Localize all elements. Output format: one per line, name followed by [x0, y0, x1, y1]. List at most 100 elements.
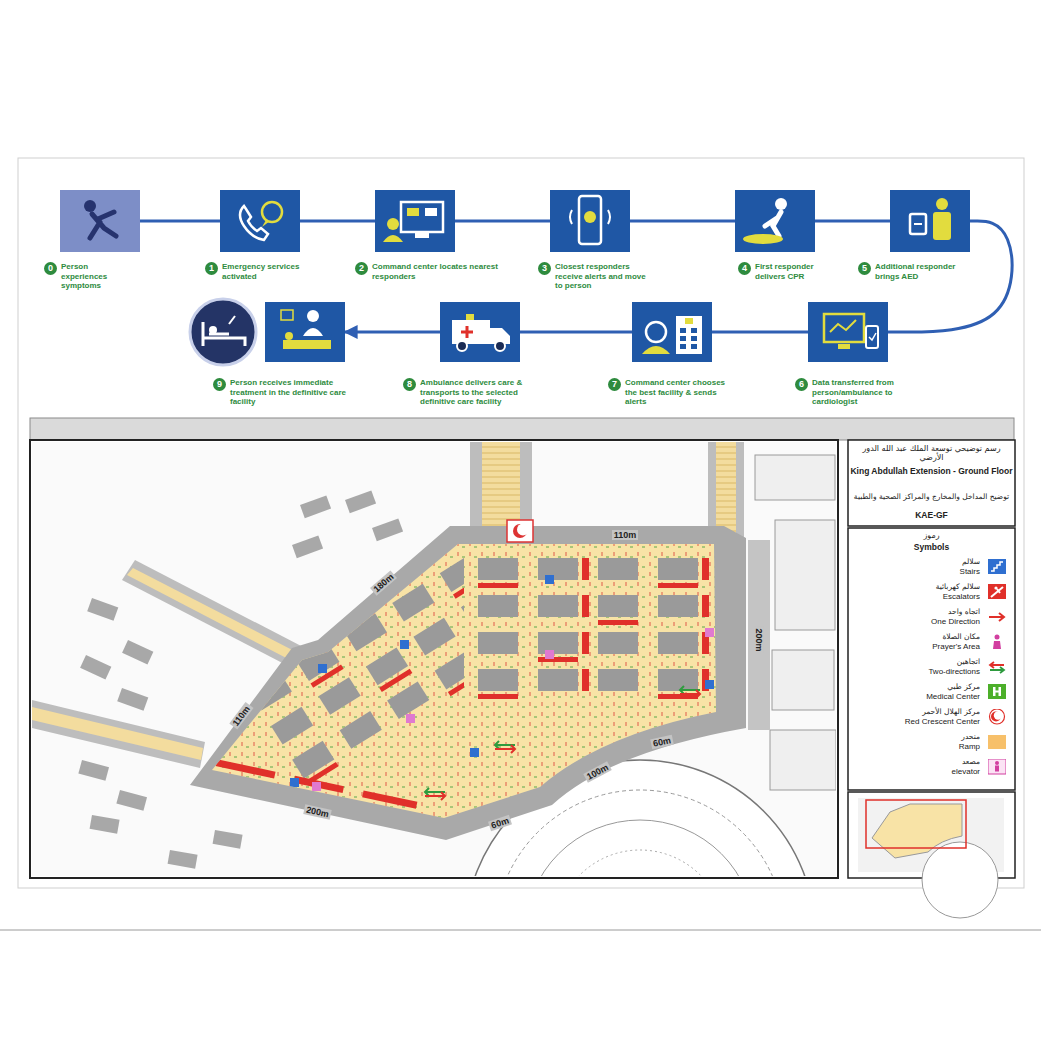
floor-interior-part-part-part: [424, 442, 466, 460]
step-icon-part: [680, 336, 686, 341]
floor-interior-part-part: [215, 759, 275, 778]
legend-text: Two-directions: [928, 667, 980, 676]
legend-symbol-part: [994, 711, 1002, 719]
floor-interior-part-part: [702, 595, 709, 617]
floor-interior-part-part: [538, 595, 578, 617]
legend-symbol-part: [993, 691, 1001, 693]
floor-interior-part-part-part: [250, 673, 292, 711]
step-number: 3: [538, 262, 551, 275]
floor-interior-part: [200, 530, 730, 830]
dimension-label: 180m: [371, 570, 398, 595]
outside-blocks-part: [213, 830, 243, 849]
flow-connector: [455, 220, 550, 223]
step-icon-part: [584, 211, 596, 223]
step-icon-part: [646, 322, 666, 342]
floor-interior-part-part-part: [590, 584, 623, 607]
symbol-name: مركز طبي: [947, 682, 980, 691]
floor-interior-part-part-part: [307, 448, 349, 486]
legend-symbol-part: [988, 684, 1006, 699]
floor-interior-part-part: [290, 778, 299, 787]
floor-interior-part-part-part: [492, 442, 534, 465]
step-icon-part: [838, 344, 850, 349]
legend-row: Stairs: [852, 555, 1010, 579]
step-box: 6Data transferred from person/ambulance …: [808, 302, 888, 362]
legend-row: Prayer's Area: [852, 630, 1010, 654]
floor-interior-part-part: [318, 664, 327, 673]
outside-blocks-part: [117, 688, 148, 711]
step-label: 8Ambulance delivers care & transports to…: [403, 378, 535, 407]
floor-interior-part-part-part: [435, 652, 477, 690]
flow-connector: [712, 331, 808, 334]
dimension-label: 100m: [584, 761, 613, 783]
step-icon-part: [933, 212, 951, 240]
floor-interior: [144, 442, 730, 830]
step-icon-part: [387, 218, 399, 230]
outside-buildings-part: [772, 650, 834, 710]
step-text: Emergency services activated: [222, 262, 305, 281]
floor-interior-part-part-part: [286, 442, 328, 452]
floor-interior-part-part: [478, 694, 518, 699]
step-box: 0Person experiences symptoms: [60, 190, 140, 252]
step-icon-part: [495, 341, 505, 351]
legend-row: elevator: [852, 755, 1010, 779]
floor-interior-part-part: [705, 628, 714, 637]
legend-row: Red Crescent Center: [852, 705, 1010, 729]
floor-interior-part-part-part: [212, 508, 254, 546]
step-number: 5: [858, 262, 871, 275]
dimension-label: 60m: [488, 815, 512, 831]
floor-interior-part-part-part: [252, 465, 285, 488]
symbol-name: منحدر: [961, 732, 980, 741]
legend-symbol-part: [995, 635, 1000, 640]
key-map-part: [866, 800, 966, 848]
floor-interior-part-part: [598, 558, 638, 580]
floor-interior-part-part-part: [311, 664, 344, 687]
step-label: 5Additional responder brings AED: [858, 262, 978, 281]
floor-interior-part-part-part: [178, 558, 211, 581]
step-icon-part: [914, 223, 922, 225]
floor-interior-part-part-part: [397, 486, 439, 524]
floor-interior-part-part: [598, 595, 638, 617]
bridges-part: [127, 568, 300, 662]
step-icon-part: [262, 202, 282, 222]
step-icon-part: [90, 212, 116, 238]
step-icon: [735, 190, 815, 252]
step-icon-part: [691, 336, 697, 341]
floor-interior-part-part-part: [316, 567, 349, 590]
outside-buildings-part: [775, 520, 835, 630]
legend-symbol-part: [991, 587, 1003, 597]
step-number: 7: [608, 378, 621, 391]
step-icon-part: [466, 314, 474, 320]
step-icon: [265, 302, 345, 362]
key-map: [858, 798, 1004, 918]
floor-interior-part-part-part: [260, 478, 302, 516]
floor-interior-part-part: [144, 442, 624, 785]
floor-interior-part-part: [362, 790, 417, 808]
red-crescent-symbol-part: [517, 524, 529, 536]
flow-connector: [520, 331, 632, 334]
outside-blocks-part: [345, 490, 376, 513]
step-label: 0Person experiences symptoms: [44, 262, 126, 291]
step-box: 3Closest responders receive alerts and m…: [550, 190, 630, 252]
step-label: 9Person receives immediate treatment in …: [213, 378, 353, 407]
floor-interior-part-part: [538, 657, 578, 662]
outside-blocks-part: [300, 495, 331, 518]
floor-interior-part-part-part: [527, 482, 560, 505]
floor-interior-part-part-part: [379, 669, 412, 692]
floor-interior-part-part: [658, 583, 698, 588]
haram-outline-part: [555, 850, 725, 876]
floor-interior-part-part-part: [318, 677, 360, 715]
legend-text: Stairs: [960, 567, 980, 576]
bridges-part: [32, 700, 205, 768]
legend-symbol: [988, 584, 1006, 600]
legend-symbol-part: [988, 584, 1006, 599]
step-icon-part: [824, 314, 864, 342]
floor-interior-part-part: [598, 632, 638, 654]
floor-interior-part-part-part: [207, 605, 249, 643]
step-icon-part: [281, 310, 293, 320]
floor-interior-part-part: [658, 632, 698, 654]
floor-interior-part-part: [598, 620, 638, 625]
floor-interior-part-part: [312, 782, 321, 791]
map-border: [30, 440, 838, 878]
floor-interior-part-part: [538, 558, 578, 580]
step-label: 7Command center chooses the best facilit…: [608, 378, 726, 407]
